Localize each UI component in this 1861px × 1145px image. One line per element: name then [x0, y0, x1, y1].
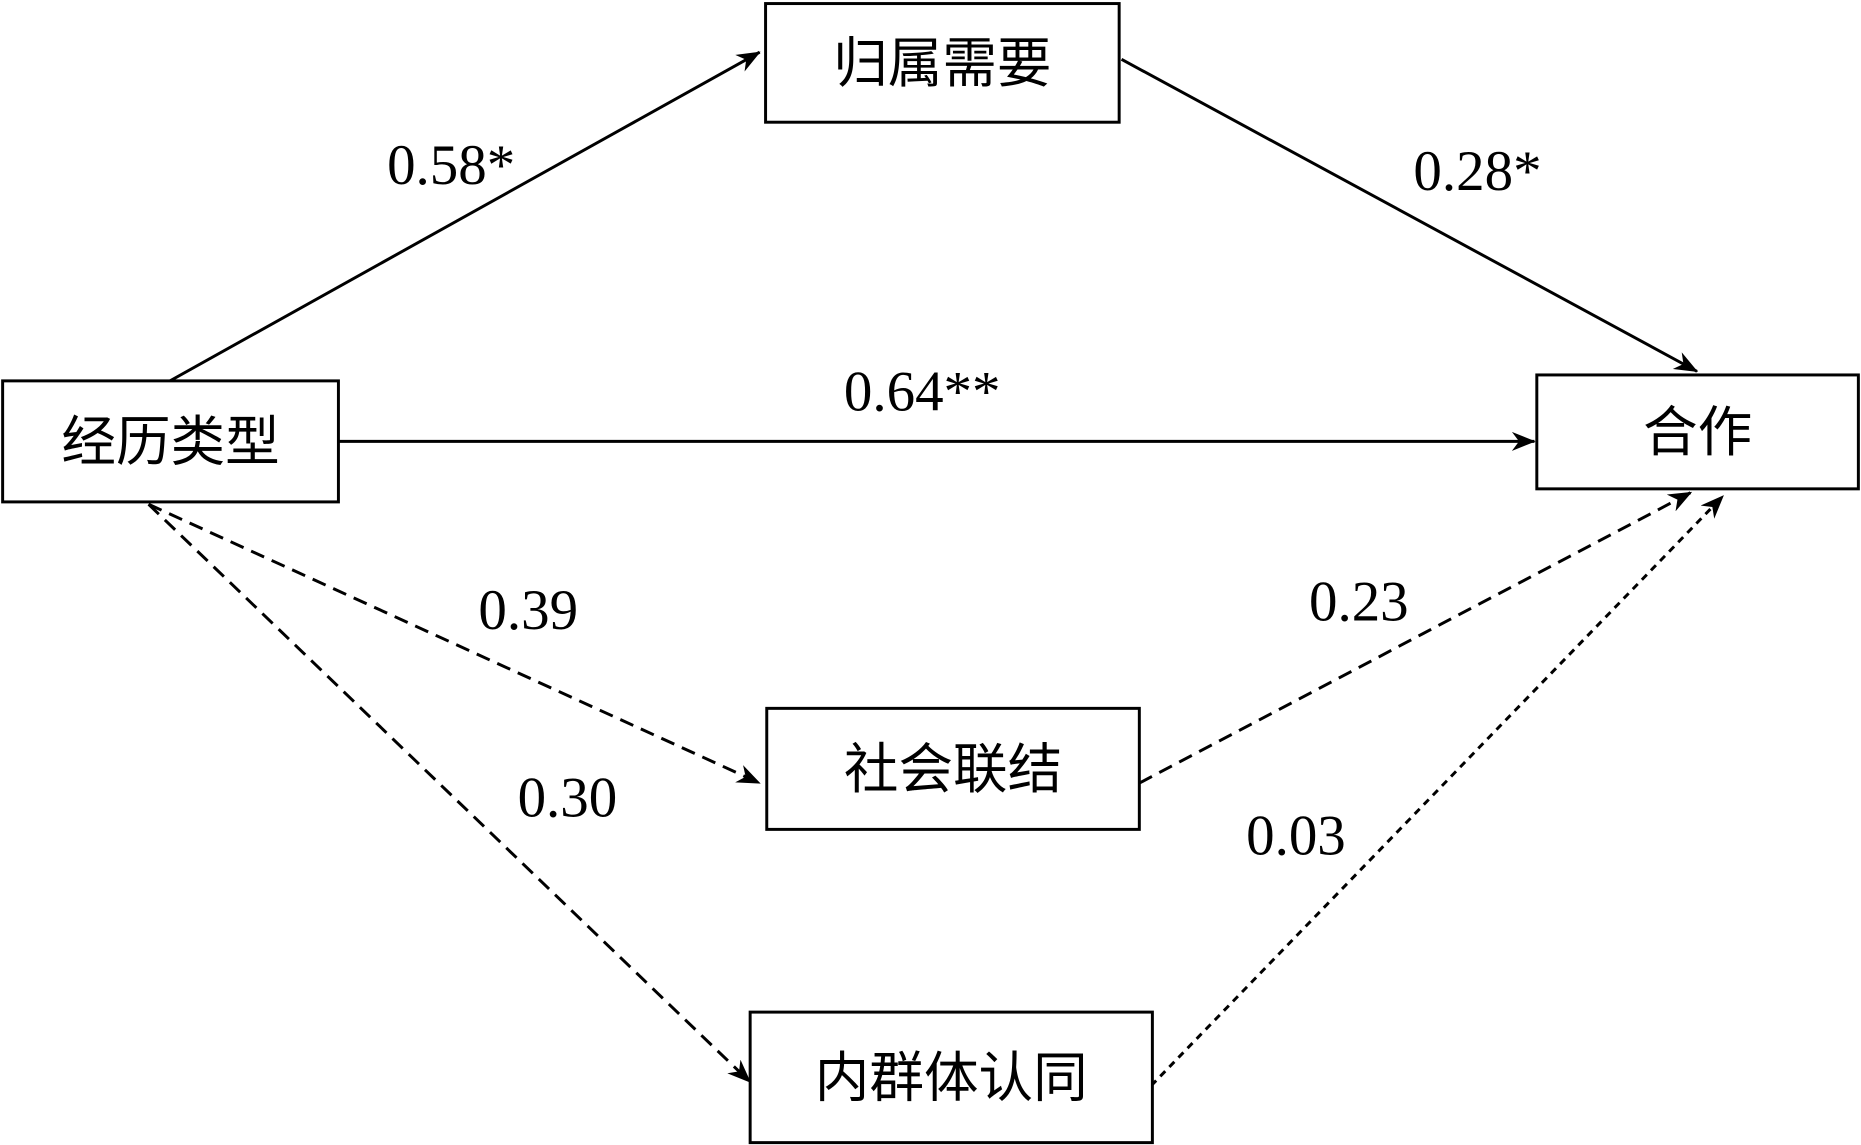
node-box — [764, 2, 1121, 124]
path-coefficient-exp-to-ingroup: 0.30 — [518, 766, 618, 829]
path-coefficient-exp-to-belonging: 0.58* — [387, 134, 515, 197]
node-label: 经历类型 — [61, 409, 279, 473]
node-belonging-need: 归属需要 — [764, 2, 1121, 124]
node-box — [765, 706, 1141, 831]
node-cooperation: 合作 — [1535, 373, 1860, 491]
node-box — [1535, 373, 1860, 491]
node-box — [748, 1010, 1154, 1145]
node-ingroup-identity: 内群体认同 — [748, 1010, 1154, 1145]
path-coefficient-belonging-to-coop: 0.28* — [1413, 140, 1541, 203]
path-coefficient-social-to-coop: 0.23 — [1309, 571, 1409, 634]
path-arrow-ingroup-to-coop — [1150, 494, 1725, 1087]
path-arrow-exp-to-belonging — [169, 50, 761, 383]
path-arrow-social-to-coop — [1138, 491, 1693, 785]
path-arrow-belonging-to-coop — [1120, 58, 1699, 373]
node-label: 社会联结 — [844, 737, 1062, 801]
path-coefficient-ingroup-to-coop: 0.03 — [1246, 804, 1346, 867]
path-coefficient-exp-to-coop: 0.64** — [844, 361, 1001, 424]
node-label: 归属需要 — [833, 31, 1051, 95]
node-label: 合作 — [1643, 400, 1752, 464]
node-experience-type: 经历类型 — [1, 379, 340, 504]
path-arrow-exp-to-ingroup — [147, 503, 752, 1084]
node-social-connection: 社会联结 — [765, 706, 1141, 831]
path-coefficient-exp-to-social: 0.39 — [478, 579, 578, 642]
node-box — [1, 379, 340, 504]
node-label: 内群体认同 — [815, 1045, 1088, 1109]
path-arrow-exp-to-social — [147, 502, 761, 785]
